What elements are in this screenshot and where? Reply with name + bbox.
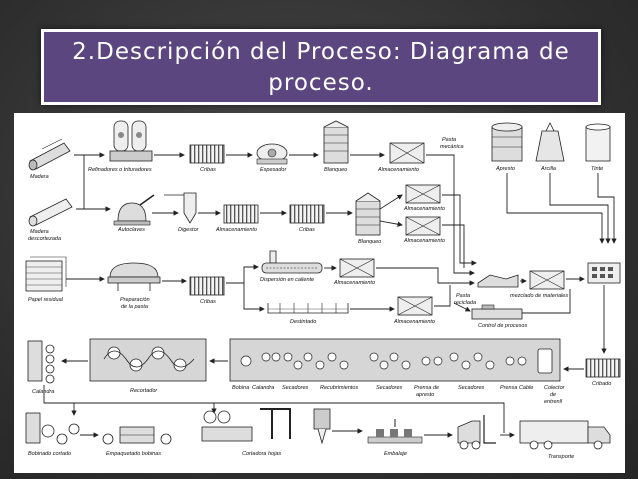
label-embalaje: Embalaje [384,451,407,457]
label-mezclado: mezclado de materiales [510,293,568,299]
process-control-icon [471,304,523,320]
label-digestor: Digestor [178,227,200,233]
digester-icon [164,192,197,224]
label-colector-1: Colector [544,385,566,391]
label-bobinado: Bobinado cortado [28,451,71,457]
storage-tank-1-icon [389,142,425,164]
label-arcilla: Arcilla [540,166,556,172]
label-cribas-1: Cribas [200,167,216,173]
label-colector-3: entrenll [544,399,563,405]
slide-title-line-1: 2.Descripción del Proceso: Diagrama de [72,39,570,65]
label-blanqueo-2: Blanqueo [358,239,381,245]
title-banner: 2.Descripción del Proceso: Diagrama de p… [41,29,601,105]
control-panel-icon [587,262,621,284]
label-almacenamiento-1: Almacenamiento [377,167,419,173]
waste-paper-icon [25,256,67,292]
storage-tank-5-icon [339,258,375,278]
label-blanqueo-1: Blanqueo [324,167,347,173]
paper-machine-panel [229,338,561,382]
wood-log-icon [28,138,71,171]
label-pasta-reciclada-2: reciclada [454,300,476,306]
label-cribas-2: Cribas [299,227,315,233]
recortador-panel [89,338,207,382]
label-secadores-1: Secadores [282,385,309,391]
label-autoclaves: Autoclaves [117,227,145,233]
label-almacenamiento-6: Almacenamiento [393,319,435,325]
slide-title-line-2: proceso. [268,70,374,96]
winder-icon [25,412,80,445]
roll-packaging-icon [102,426,172,445]
label-secadores-3: Secadores [458,385,485,391]
label-preparacion-1: Preparación [120,297,150,303]
label-calandra-1: Calandra [32,389,54,395]
label-control: Control de procesos [478,323,527,329]
label-prensa-cable: Prensa Cable [500,385,533,391]
label-prensa-2: apresto [416,392,434,398]
label-espesador: Espesador [260,167,287,173]
label-calandra-2: Calandra [252,385,274,391]
cribado-icon [585,358,621,378]
paper-machine-labels: Bobina Calandra Secadores Recubrimientos… [232,385,566,405]
dye-drum-icon [585,123,611,162]
label-almacenamiento-3: Almacenamiento [403,206,445,212]
label-madera-desc-1: Madera [30,229,49,235]
label-destintado: Destintado [290,319,316,325]
screen-3-icon [189,276,225,296]
truck-icon [519,420,611,450]
label-pasta-mecanica-1: Pasta [442,137,456,143]
label-recubrimientos: Recubrimientos [320,385,358,391]
packing-icon [367,419,423,444]
mixing-tank-icon [529,270,565,290]
bleach-tower-2-icon [355,192,381,236]
label-bobina: Bobina [232,385,249,391]
label-papel-residual: Papel residual [28,297,64,303]
thickener-icon [256,143,288,165]
screen-1-icon [189,144,225,164]
label-colector-2: de [550,392,556,398]
storage-tank-3-icon [405,184,441,204]
clay-sack-icon [535,122,565,162]
label-madera-desc-2: descortezada [28,236,61,242]
label-tinte: Tinte [591,166,603,172]
label-refinadores: Refinadores o trituradores [88,167,152,173]
hot-dispersion-icon [261,250,323,274]
screen-2-icon [289,204,325,224]
label-empaquetado: Empaquetado bobinas [106,451,161,457]
label-secadores-2: Secadores [376,385,403,391]
label-dispersion: Dispersión en caliente [260,277,314,283]
autoclave-icon [113,194,155,226]
deinking-icon [267,303,349,314]
label-almacenamiento-2: Almacenamiento [215,227,257,233]
sizing-drum-icon [491,122,523,162]
label-transporte: Transporte [548,454,574,460]
process-diagram: Madera Refinadores o trituradores Cribas… [14,113,625,473]
debarked-wood-icon [28,198,73,227]
label-cribas-3: Cribas [200,299,216,305]
sheet-cutter-icon [201,408,331,445]
mixing-chest-icon [477,274,519,288]
label-apresto: Apresto [495,166,515,172]
label-cribado: Cribado [592,381,611,387]
storage-tank-4-icon [405,216,441,236]
forklift-icon [457,415,496,450]
label-preparacion-2: de la pasta [121,304,148,310]
storage-tank-2-icon [223,204,259,224]
pulper-icon [107,262,161,291]
label-pasta-reciclada-1: Pasta [456,293,470,299]
bleach-tower-1-icon [323,120,349,164]
label-almacenamiento-5: Almacenamiento [333,280,375,286]
label-prensa-1: Prensa de [414,385,439,391]
refiners-icon [109,120,153,162]
calender-1-icon [27,340,55,384]
label-recortador: Recortador [130,388,158,394]
storage-tank-6-icon [397,296,433,316]
label-pasta-mecanica-2: mecánica [440,144,464,150]
label-cortadora: Cortadora hojas [242,451,281,457]
label-almacenamiento-4: Almacenamiento [403,238,445,244]
label-madera: Madera [30,174,49,180]
